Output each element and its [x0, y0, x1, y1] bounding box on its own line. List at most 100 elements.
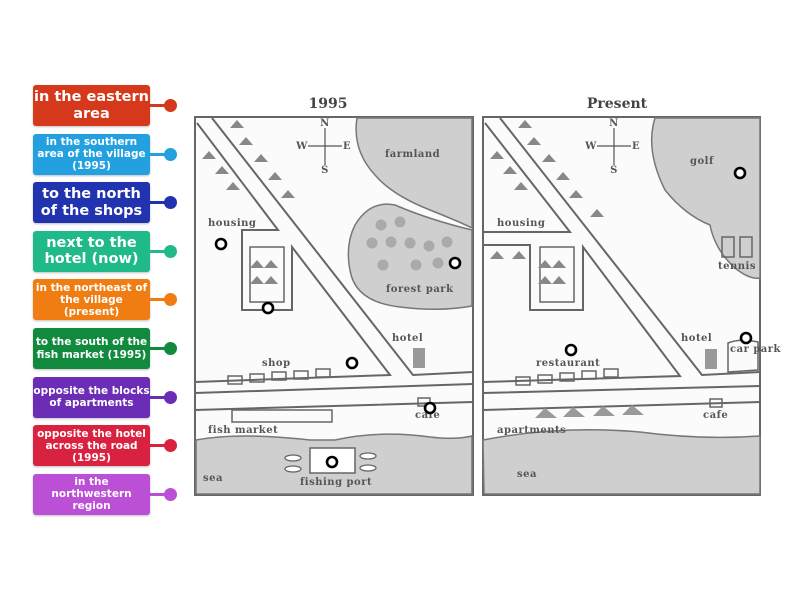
house-icon: [250, 276, 264, 284]
label-fish-market: fish market: [208, 425, 278, 436]
label-handle[interactable]: [164, 147, 177, 161]
hotel-building: [705, 349, 717, 369]
label-golf: golf: [690, 156, 714, 167]
label-handle[interactable]: [164, 293, 177, 307]
tree-icon: [441, 236, 453, 248]
map-1995: 1995 N S W E farmland housing forest pa: [194, 96, 474, 496]
label-cafe: cafe: [703, 410, 728, 421]
tree-icon: [375, 219, 387, 231]
label-forest-park: forest park: [386, 284, 454, 295]
house-icon: [518, 120, 532, 128]
tree-icon: [394, 216, 406, 228]
house-icon: [239, 137, 253, 145]
label-text: to the north of the shops: [40, 186, 143, 219]
drop-target[interactable]: [261, 301, 275, 315]
tree-icon: [377, 259, 389, 271]
label-housing: housing: [497, 218, 545, 229]
house-icon: [514, 182, 528, 190]
draggable-label[interactable]: in the northeast of the village (present…: [33, 279, 150, 321]
label-car-park: car park: [730, 344, 782, 355]
label-connector: [150, 395, 170, 399]
label-handle[interactable]: [164, 439, 177, 453]
drop-target[interactable]: [448, 256, 462, 270]
label-housing: housing: [208, 218, 256, 229]
label-hotel: hotel: [392, 333, 423, 344]
tree-icon: [432, 257, 444, 269]
draggable-label[interactable]: in the eastern area: [33, 85, 150, 126]
house-icon: [215, 166, 229, 174]
house-icon: [254, 154, 268, 162]
house-icon: [590, 209, 604, 217]
draggable-label[interactable]: opposite the blocks of apartments: [33, 376, 150, 418]
tree-icon: [366, 237, 378, 249]
label-connector: [150, 347, 170, 350]
golf-area: [650, 117, 761, 280]
tree-icon: [410, 259, 422, 271]
label-text: in the eastern area: [34, 88, 149, 122]
label-handle[interactable]: [164, 487, 177, 501]
farmland-area: [355, 117, 473, 230]
label-handle[interactable]: [164, 244, 177, 258]
svg-text:E: E: [632, 141, 640, 152]
house-icon: [281, 190, 295, 198]
label-hotel: hotel: [681, 333, 712, 344]
map-title-1995: 1995: [309, 96, 348, 112]
drop-target[interactable]: [325, 455, 339, 469]
label-handle[interactable]: [164, 99, 177, 112]
label-handle[interactable]: [164, 196, 177, 210]
drop-target[interactable]: [423, 401, 437, 415]
compass-1995: N S W E: [295, 118, 350, 176]
label-handle[interactable]: [164, 342, 177, 355]
draggable-label[interactable]: opposite the hotel across the road (1995…: [33, 425, 150, 467]
svg-text:S: S: [610, 165, 618, 176]
label-apartments: apartments: [497, 425, 566, 436]
houses: [202, 120, 295, 284]
compass-present: N S W E: [584, 118, 640, 176]
draggable-label[interactable]: next to the hotel (now): [33, 230, 150, 272]
label-text: in the northeast of the village (present…: [35, 281, 148, 318]
label-cafe: cafe: [415, 410, 440, 421]
house-icon: [542, 154, 556, 162]
label-connector: [150, 492, 170, 496]
drop-target[interactable]: [214, 237, 228, 251]
draggable-label[interactable]: to the north of the shops: [33, 182, 150, 224]
house-icon: [552, 276, 566, 284]
apartment-blocks: [535, 405, 644, 418]
house-icon: [556, 172, 570, 180]
label-restaurant: restaurant: [536, 358, 600, 369]
drop-target[interactable]: [564, 343, 578, 357]
svg-text:S: S: [321, 165, 329, 176]
trees: [366, 216, 453, 271]
house-icon: [490, 251, 504, 259]
svg-text:W: W: [584, 141, 597, 152]
label-text: in the northwestern region: [51, 476, 132, 513]
label-connector: [150, 298, 170, 302]
draggable-label[interactable]: in the northwestern region: [33, 473, 150, 515]
house-icon: [230, 120, 244, 128]
map-present: Present N S W E golf housing tennis hote…: [482, 96, 782, 496]
house-icon: [527, 137, 541, 145]
label-sea: sea: [517, 469, 537, 480]
label-text: to the south of the fish market (1995): [35, 336, 148, 361]
house-icon: [538, 276, 552, 284]
drop-targets: [214, 166, 753, 469]
draggable-label[interactable]: to the south of the fish market (1995): [33, 328, 150, 369]
tree-icon: [423, 240, 435, 252]
drop-target[interactable]: [739, 331, 753, 345]
label-tennis: tennis: [718, 261, 756, 272]
label-fishing-port: fishing port: [300, 477, 372, 488]
house-icon: [552, 260, 566, 268]
label-connector: [150, 444, 170, 448]
house-icon: [503, 166, 517, 174]
house-icon: [264, 260, 278, 268]
draggable-label[interactable]: in the southern area of the village (199…: [33, 133, 150, 175]
house-icon: [250, 260, 264, 268]
forest-park-area: [347, 203, 473, 311]
drop-target[interactable]: [345, 356, 359, 370]
house-icon: [490, 151, 504, 159]
label-handle[interactable]: [164, 390, 177, 404]
drop-target[interactable]: [733, 166, 747, 180]
label-connector: [150, 201, 170, 205]
label-shop: shop: [262, 358, 291, 369]
label-sea: sea: [203, 473, 223, 484]
